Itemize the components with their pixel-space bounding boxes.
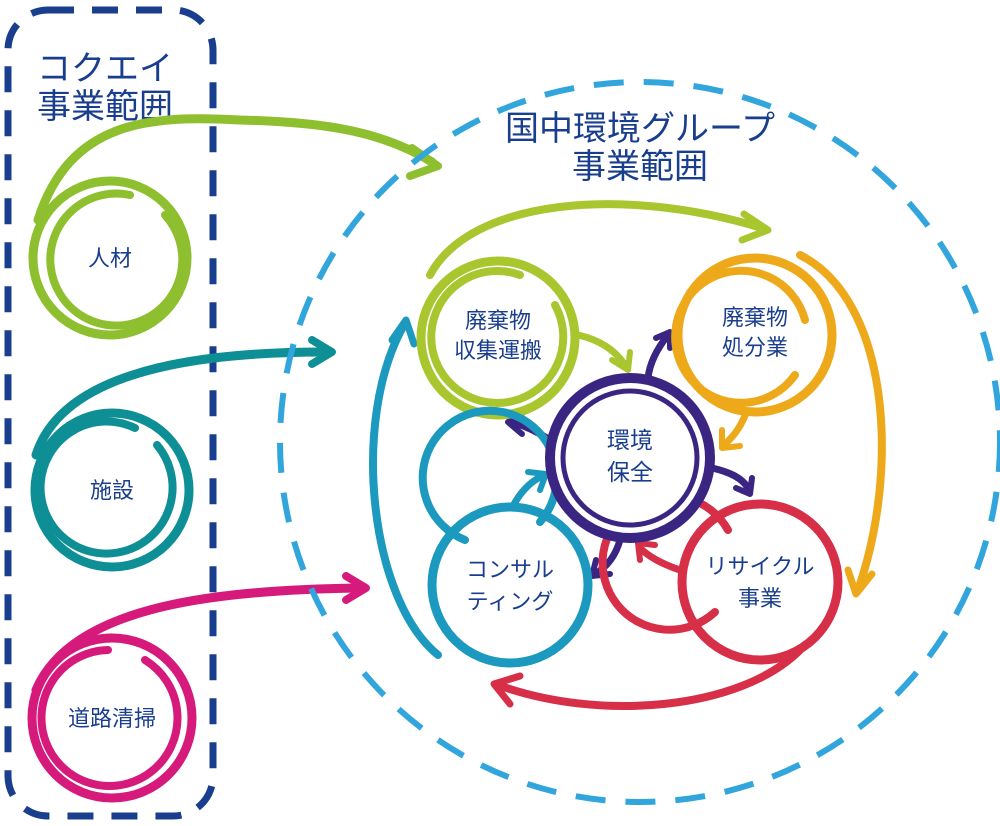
arrow-center-to-disposal — [644, 329, 673, 382]
collection-ring-inner — [427, 267, 568, 407]
node-collection-transport: 廃棄物 収集運搬 — [416, 256, 580, 420]
recycle-ring-outer — [677, 499, 843, 665]
arrow-douro-to-group — [31, 572, 370, 695]
disposal-ring-inner — [671, 266, 809, 407]
arrow-recycle-to-center — [635, 540, 684, 574]
center-label-line1: 環境 — [607, 428, 653, 454]
shisetsu-label: 施設 — [90, 479, 134, 504]
arrow-shisetsu-to-group — [31, 336, 336, 460]
jinzai-ring-outer — [28, 176, 192, 340]
douro-ring-inner — [37, 646, 182, 790]
arrow-disposal-to-recycle — [796, 251, 886, 598]
consulting-label-line2: ティング — [467, 590, 554, 615]
jinzai-ring-inner — [46, 189, 187, 330]
jinzai-label: 人材 — [88, 247, 132, 272]
kokuei-item-douro-seisou: 道路清掃 — [27, 633, 197, 803]
shisetsu-ring-inner — [36, 417, 177, 558]
consulting-label-line1: コンサル — [466, 558, 554, 583]
arrow-center-to-recycle — [708, 464, 755, 497]
douro-ring-outer — [27, 633, 197, 803]
center-label-line2: 保全 — [607, 460, 653, 486]
disposal-label-line2: 処分業 — [722, 336, 788, 361]
shisetsu-ring-outer — [30, 408, 194, 572]
collection-label-line1: 廃棄物 — [465, 309, 531, 334]
group-scope-border — [277, 79, 1000, 805]
kokuei-item-shisetsu: 施設 — [30, 408, 194, 572]
collection-ring-outer — [416, 256, 580, 420]
arrow-jinzai-to-group — [33, 114, 442, 225]
arrow-collection-to-disposal — [426, 200, 772, 279]
collection-label-line2: 収集運搬 — [454, 339, 542, 364]
kokuei-item-jinzai: 人材 — [28, 176, 192, 340]
node-environmental-conservation: 環境 保全 — [545, 373, 715, 543]
node-consulting: コンサル ティング — [418, 406, 593, 668]
douro-label: 道路清掃 — [68, 707, 156, 732]
arrow-consulting-to-collection — [369, 316, 442, 659]
recycle-label-line1: リサイクル — [706, 555, 815, 580]
consulting-ring-outer — [427, 502, 593, 668]
disposal-label-line1: 廃棄物 — [722, 306, 788, 331]
node-disposal: 廃棄物 処分業 — [671, 253, 837, 417]
center-ring-inner — [560, 388, 700, 528]
arrow-consulting-to-center — [508, 469, 549, 512]
kokuei-scope-border — [4, 6, 217, 820]
group-title-line1: 国中環境グループ — [505, 109, 775, 149]
recycle-label-line2: 事業 — [738, 587, 782, 612]
arrow-collection-to-center — [574, 331, 633, 373]
kokuei-title-line1: コクエイ — [37, 49, 173, 89]
arrow-recycle-to-consulting — [490, 646, 804, 710]
group-title-line2: 事業範囲 — [572, 147, 708, 187]
center-ring-outer — [545, 373, 715, 543]
